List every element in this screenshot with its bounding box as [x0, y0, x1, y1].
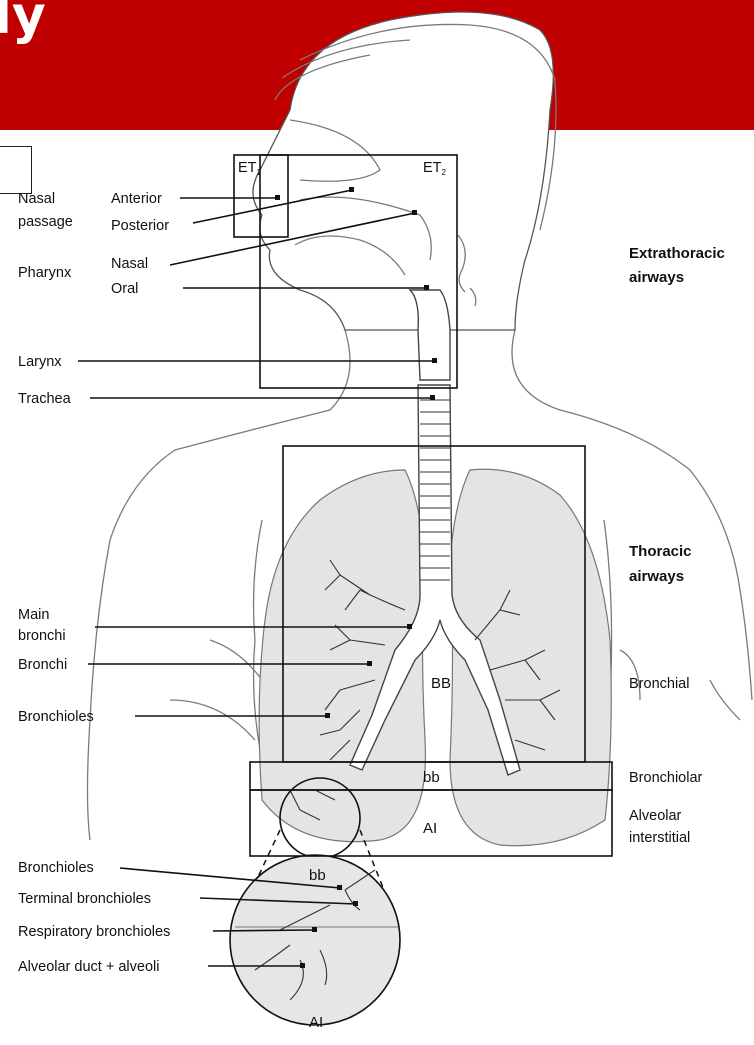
label-oral: Oral: [111, 281, 138, 297]
compartment-ai-circle: AI: [309, 1014, 323, 1031]
label-trachea: Trachea: [18, 391, 72, 407]
detail-respiratory-bronchioles: Respiratory bronchioles: [18, 924, 170, 940]
detail-alveolar-duct: Alveolar duct + alveoli: [18, 959, 159, 975]
compartment-et1: ET1: [238, 160, 262, 177]
region-bronchial: Bronchial: [629, 676, 689, 692]
detail-terminal-bronchioles: Terminal bronchioles: [18, 891, 151, 907]
label-nasal: Nasal: [111, 256, 148, 272]
label-bronchioles: Bronchioles: [18, 709, 94, 725]
label-main-bronchi-line2: bronchi: [18, 628, 66, 644]
label-pharynx: Pharynx: [18, 265, 72, 281]
label-nasal-passage-line1: Nasal: [18, 191, 55, 207]
label-anterior: Anterior: [111, 191, 162, 207]
detail-bronchioles: Bronchioles: [18, 860, 94, 876]
region-alveolar-line1: Alveolar: [629, 808, 682, 824]
region-thoracic-line1: Thoracic: [629, 543, 692, 560]
head-outline: [253, 12, 556, 330]
label-nasal-passage-line2: passage: [18, 214, 73, 230]
compartment-bb-lower: bb: [423, 769, 440, 786]
region-extrathoracic-line2: airways: [629, 269, 684, 286]
label-main-bronchi-line1: Main: [18, 607, 49, 623]
label-bronchi: Bronchi: [18, 657, 67, 673]
compartment-bb-circle: bb: [309, 867, 326, 884]
region-alveolar-line2: interstitial: [629, 830, 690, 846]
compartment-bb-upper: BB: [431, 675, 451, 692]
region-extrathoracic-line1: Extrathoracic: [629, 245, 725, 262]
compartment-ai: AI: [423, 820, 437, 837]
region-bronchiolar: Bronchiolar: [629, 770, 703, 786]
label-posterior: Posterior: [111, 218, 169, 234]
label-larynx: Larynx: [18, 354, 62, 370]
region-thoracic-line2: airways: [629, 568, 684, 585]
